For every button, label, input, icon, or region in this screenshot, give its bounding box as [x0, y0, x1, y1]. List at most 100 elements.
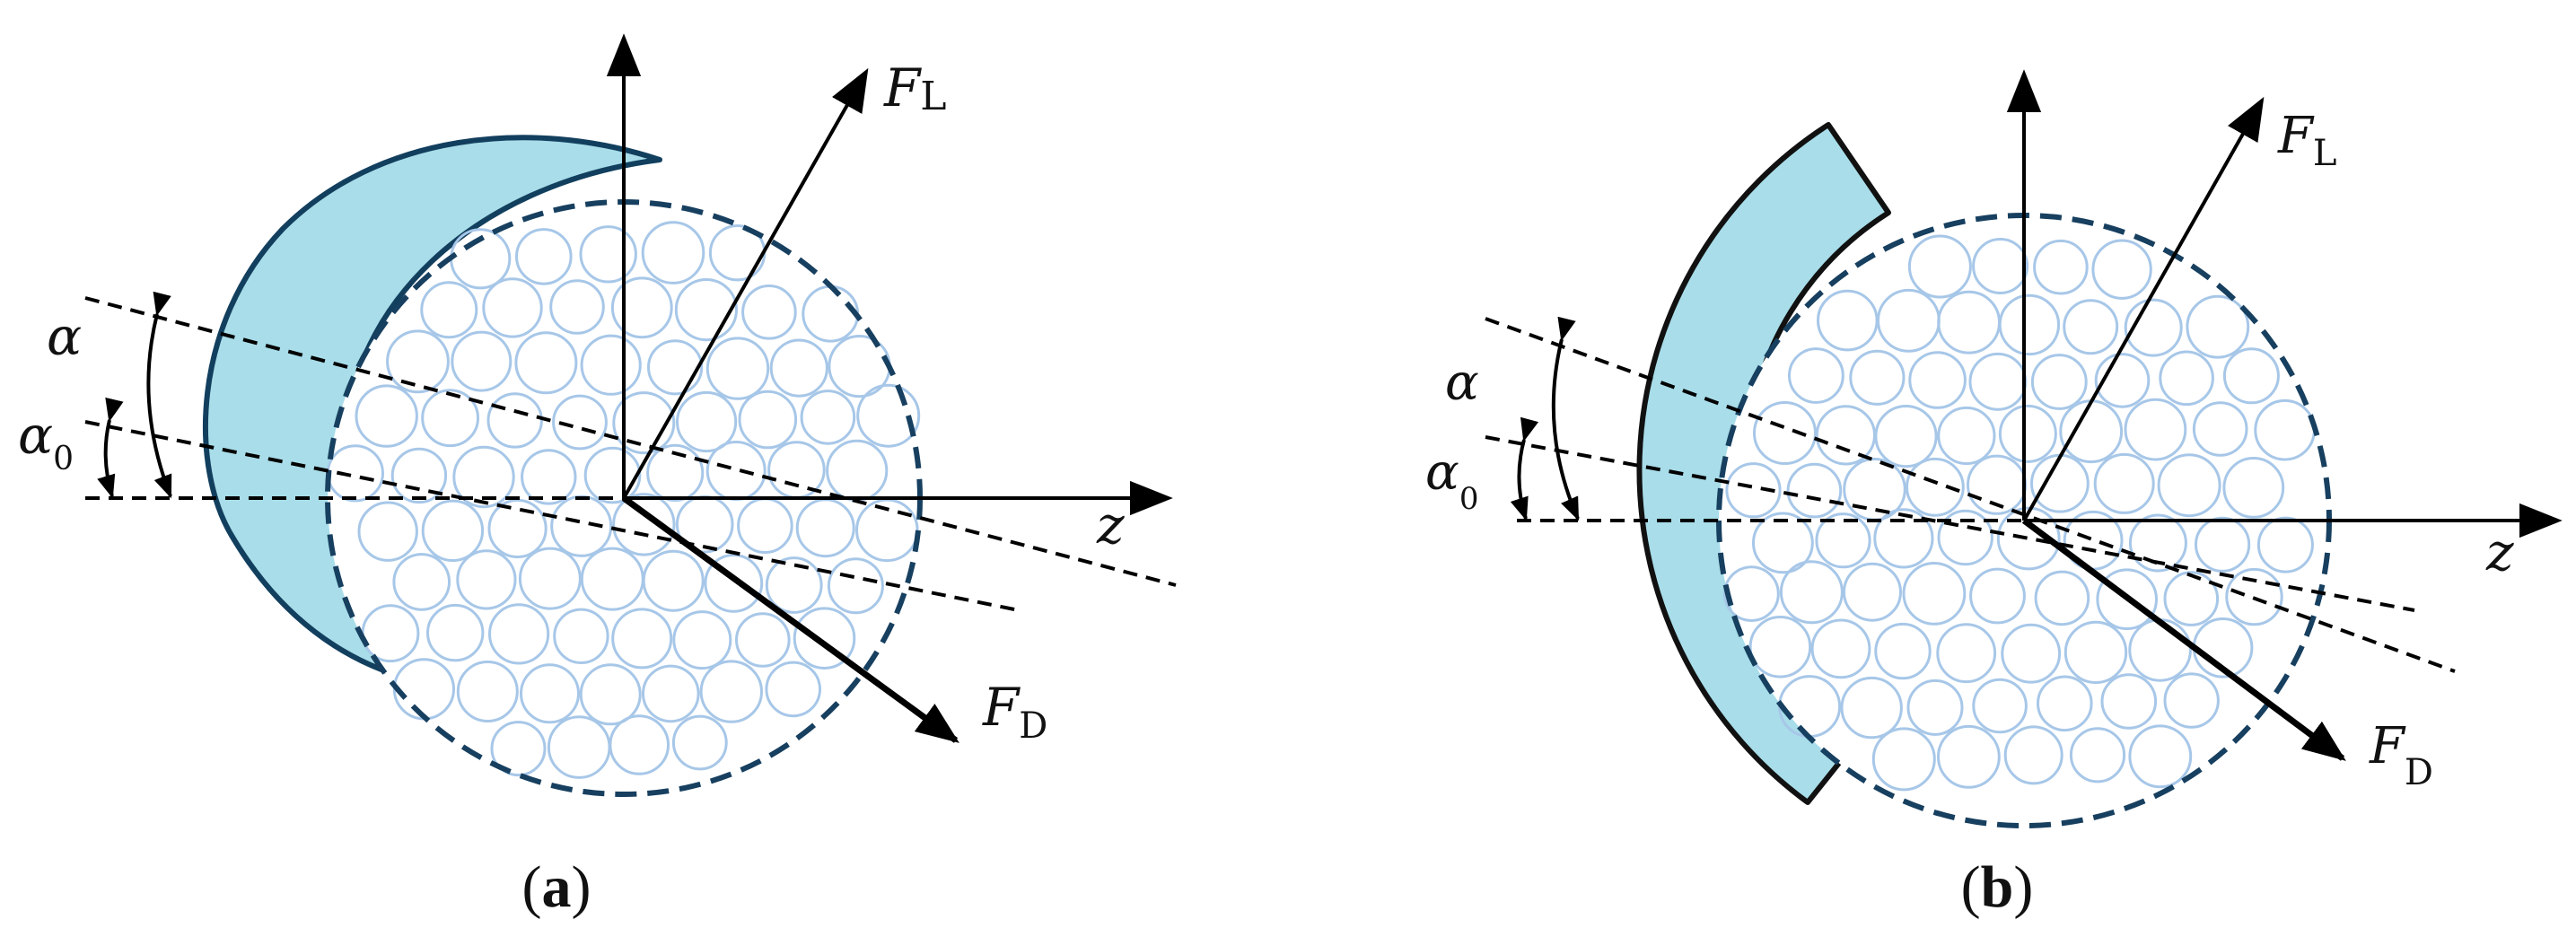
strand-circle	[2001, 623, 2062, 684]
strand-circle	[2163, 571, 2220, 626]
strand-circle	[420, 281, 478, 339]
strand-circle	[647, 339, 704, 396]
conductor-strands	[326, 221, 921, 779]
strand-circle	[490, 721, 547, 777]
lift-force-label: FL	[2277, 107, 2336, 174]
strand-circle	[2094, 353, 2151, 408]
strand-circle	[704, 554, 764, 613]
strand-circle	[793, 607, 856, 670]
strand-circle	[610, 276, 673, 339]
strand-circle	[1753, 401, 1817, 465]
strand-circle	[514, 331, 578, 395]
strand-circle	[671, 714, 728, 771]
strand-circle	[1969, 567, 2026, 625]
drag-force-arrow	[2021, 518, 2346, 761]
strand-circle	[2159, 350, 2214, 407]
strand-circle	[1998, 404, 2057, 463]
strand-circle	[1815, 512, 1871, 569]
strand-circle	[676, 390, 738, 453]
strand-circle	[2124, 398, 2187, 461]
alpha-angle-arc	[1551, 316, 1580, 521]
lift-force-arrow	[622, 67, 869, 499]
strand-circle	[769, 338, 828, 398]
strand-circle	[1752, 512, 1814, 574]
strand-circle	[518, 547, 582, 610]
strand-circle	[486, 392, 543, 449]
strand-circle	[827, 557, 884, 615]
strand-circle	[421, 389, 480, 448]
strand-circle	[2128, 513, 2187, 573]
strand-circle	[451, 330, 513, 392]
panel-a-caption: (a)	[522, 854, 591, 920]
strand-circle	[612, 493, 676, 556]
strand-circle	[1871, 727, 1936, 792]
strand-circle	[521, 449, 577, 505]
strand-circle	[612, 391, 676, 455]
strand-circle	[2091, 239, 2152, 300]
drag-force-arrow	[621, 495, 959, 743]
strand-circle	[2256, 516, 2314, 573]
strand-circle	[520, 663, 580, 724]
strand-circle	[1725, 462, 1782, 519]
strand-circle	[426, 603, 485, 662]
drag-force-label: FD	[982, 677, 1047, 747]
alpha0-label: α0	[18, 405, 74, 477]
strand-circle	[1874, 622, 1932, 680]
strand-circle	[738, 390, 798, 450]
strand-circle	[672, 610, 732, 670]
strand-circle	[646, 443, 705, 503]
strand-circle	[1937, 406, 1996, 466]
strand-circle	[741, 285, 797, 340]
strand-circle	[392, 553, 451, 611]
strand-circle	[2100, 673, 2158, 730]
strand-circle	[1972, 238, 2029, 294]
strand-circle	[2093, 452, 2155, 514]
strand-circle	[515, 228, 573, 285]
strand-circle	[580, 334, 642, 396]
strand-circle	[856, 383, 921, 448]
strand-circle	[2037, 675, 2093, 732]
strand-circle	[1902, 562, 1967, 626]
strand-circle	[1998, 293, 2061, 356]
strand-circle	[1786, 462, 1843, 519]
strand-circle	[2030, 354, 2088, 410]
dashed-reference-lines	[1485, 317, 2456, 673]
strand-circle	[552, 394, 608, 451]
strand-circle	[2034, 570, 2090, 626]
strand-circle	[1937, 724, 2001, 789]
strand-circle	[390, 447, 448, 504]
strand-circle	[800, 390, 856, 445]
strand-circle	[386, 329, 450, 394]
drag-force-label: FD	[2369, 717, 2433, 793]
strand-circle	[452, 445, 515, 509]
dashed-reference-lines	[84, 296, 1177, 612]
lift-force-label: FL	[883, 57, 946, 119]
strand-circle	[2096, 568, 2158, 631]
strand-circle	[1779, 560, 1844, 625]
strand-circle	[1843, 562, 1902, 622]
strand-circle	[641, 221, 705, 285]
strand-circle	[1810, 618, 1871, 679]
strand-circle	[1873, 508, 1934, 569]
strand-circle	[1996, 506, 2061, 571]
strand-circle	[2063, 620, 2128, 685]
strand-circle	[2157, 453, 2221, 518]
strand-circle	[2222, 457, 2285, 519]
strand-circle	[2195, 516, 2251, 573]
strand-circle	[2063, 299, 2119, 355]
strand-circle	[1937, 509, 1993, 566]
strand-circle	[642, 664, 700, 723]
strand-circle	[482, 277, 543, 338]
strand-circle	[1906, 457, 1965, 517]
strand-circle	[1972, 678, 2028, 734]
alpha0-label: α0	[1425, 443, 1478, 517]
strand-circle	[421, 499, 485, 562]
strand-circle	[2222, 347, 2280, 405]
strand-circle	[1874, 405, 1938, 468]
strand-circle	[1906, 678, 1964, 736]
strand-circle	[579, 663, 642, 726]
strand-circle	[1840, 676, 1903, 740]
panel-b: FL FD z α α0 (b)	[1425, 69, 2563, 920]
alpha-label: α	[47, 306, 82, 367]
